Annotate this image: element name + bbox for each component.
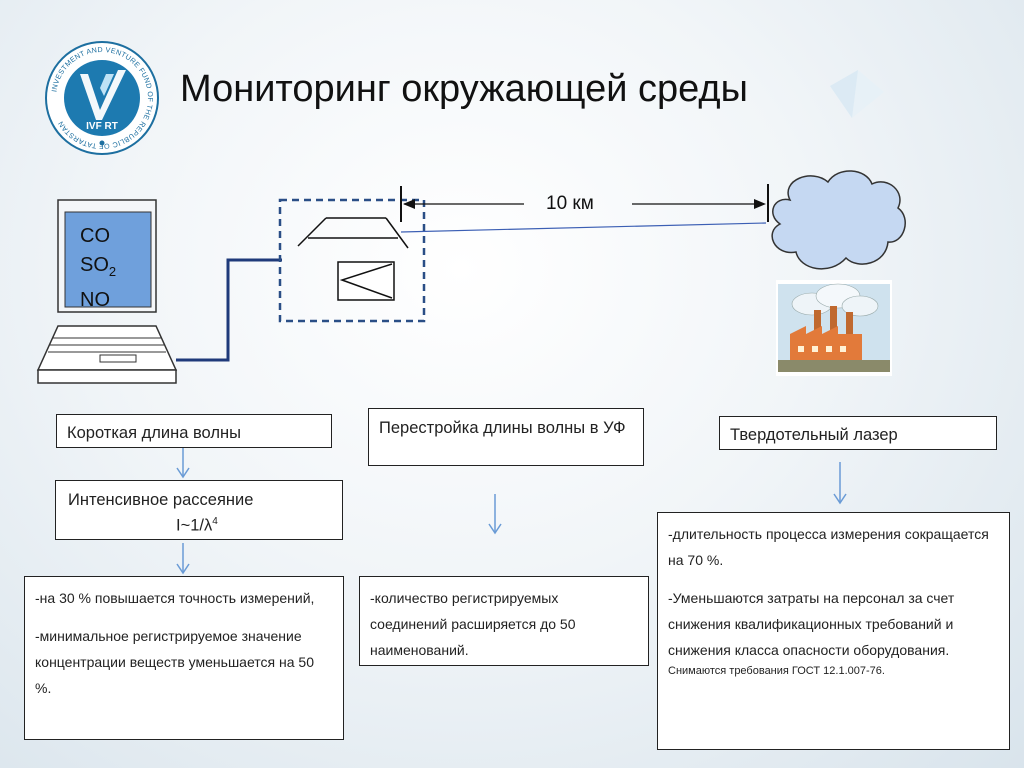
right-result-box: -длительность процесса измерения сокраща… <box>657 512 1010 750</box>
decorative-crystal <box>830 70 884 118</box>
uv-tuning-box: Перестройка длины волны в УФ <box>368 408 644 466</box>
middle-result-box: -количество регистрируемых соединений ра… <box>359 576 649 666</box>
factory-image <box>776 280 892 376</box>
gost-text: Снимаются требования ГОСТ 12.1.007-76. <box>668 665 885 677</box>
short-wavelength-box: Короткая длина волны <box>56 414 332 448</box>
flow-arrows <box>176 448 847 575</box>
distance-label: 10 км <box>546 193 594 214</box>
compounds-text: -количество регистрируемых соединений ра… <box>370 590 576 658</box>
intense-scattering-box: Интенсивное рассеяние I~1/λ4 <box>55 480 343 540</box>
laptop-icon <box>36 199 178 384</box>
detector-icon <box>337 261 395 301</box>
cloud-icon <box>771 170 906 270</box>
so2-label: SO2 <box>80 254 117 279</box>
left-result-box: -на 30 % повышается точность измерений, … <box>24 576 344 740</box>
solid-state-laser-box: Твердотельный лазер <box>719 416 997 450</box>
intense-scattering-text: Интенсивное рассеяние <box>68 491 254 509</box>
svg-text:IVF RT: IVF RT <box>86 121 118 132</box>
staff-costs-text: -Уменьшаются затраты на персонал за счет… <box>668 590 955 658</box>
screen-readout: CO SO2 NO <box>80 222 116 315</box>
concentration-text: -минимальное регистрируемое значение кон… <box>35 628 314 696</box>
cable-line <box>176 258 282 362</box>
accuracy-text: -на 30 % повышается точность измерений, <box>35 590 315 606</box>
co-label: CO <box>80 225 110 247</box>
page-title: Мониторинг окружающей среды <box>180 68 748 110</box>
laser-beam <box>400 222 767 233</box>
ivf-logo: INVESTMENT AND VENTURE FUND OF THE REPUB… <box>45 41 159 155</box>
telescope-icon <box>297 217 409 249</box>
duration-text: -длительность процесса измерения сокраща… <box>668 526 989 568</box>
scattering-formula: I~1/λ4 <box>176 516 218 535</box>
instrument-box <box>278 198 426 323</box>
no-label: NO <box>80 289 110 311</box>
